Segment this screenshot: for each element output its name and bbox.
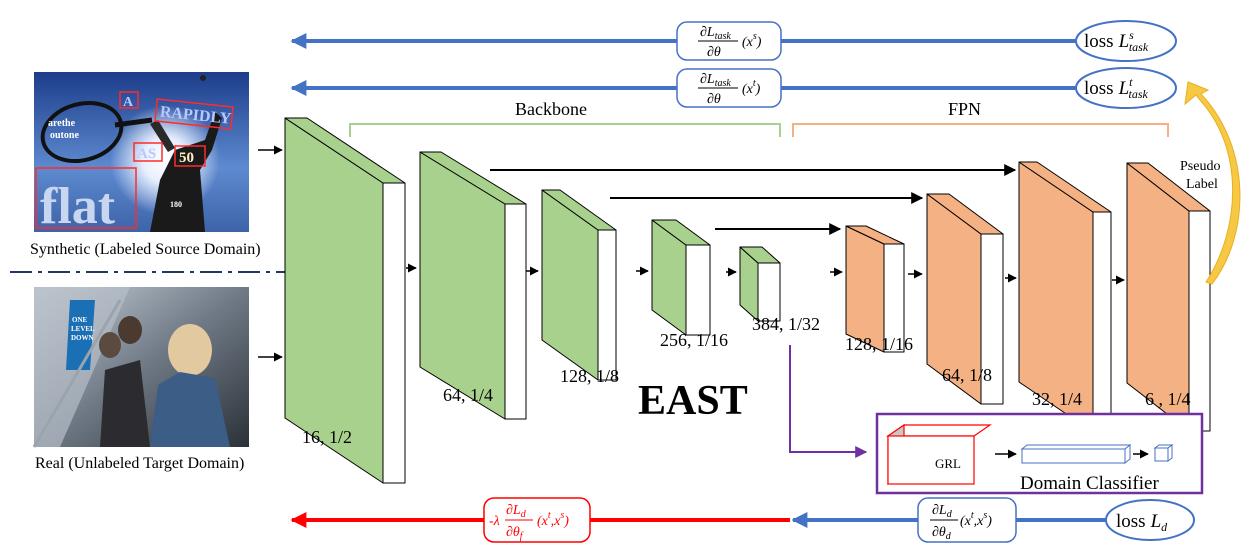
grl-label: GRL xyxy=(935,456,961,471)
target-task-loss-node xyxy=(1075,67,1177,109)
pseudo-label-text-2: Label xyxy=(1186,177,1218,192)
target-gradient-formula: ∂Ltask ∂θ (xt) xyxy=(698,72,761,107)
domain-loss-node xyxy=(1105,499,1195,541)
block-6-1-4 xyxy=(1126,162,1211,432)
svg-text:DOWN: DOWN xyxy=(71,334,94,342)
block-label-128-1-8: 128, 1/8 xyxy=(560,366,619,386)
block-label-64-1-8: 64, 1/8 xyxy=(942,365,992,385)
svg-text:(xt): (xt) xyxy=(742,78,761,97)
block-384-1-32 xyxy=(739,246,781,322)
pseudo-label-flow: Pseudo Label xyxy=(1180,81,1241,285)
svg-text:(xt,xs): (xt,xs) xyxy=(537,510,569,529)
svg-text:outone: outone xyxy=(50,130,79,141)
block-label-6-1-4: 6 , 1/4 xyxy=(1145,389,1191,409)
block-256-1-16 xyxy=(651,219,711,336)
grl-block: GRL xyxy=(886,423,992,486)
network-blocks xyxy=(284,117,1211,484)
feature-to-discriminator-arrow xyxy=(789,345,868,458)
svg-text:flat: flat xyxy=(40,178,116,235)
pseudo-label-arrow xyxy=(1184,81,1241,285)
svg-text:∂θf: ∂θf xyxy=(506,525,524,542)
synthetic-caption: Synthetic (Labeled Source Domain) xyxy=(30,241,261,258)
forward-arrows xyxy=(406,263,1125,285)
block-128-1-8 xyxy=(541,189,617,381)
domain-discriminator-box: GRL Domain Classifier xyxy=(875,412,1204,495)
svg-text:LEVEL: LEVEL xyxy=(71,325,95,333)
backbone-label: Backbone xyxy=(515,99,587,119)
svg-text:50: 50 xyxy=(179,150,194,166)
block-64-1-8 xyxy=(926,193,1004,405)
svg-text:∂θ: ∂θ xyxy=(707,45,721,60)
block-label-64-1-4: 64, 1/4 xyxy=(443,385,493,405)
svg-text:(xs): (xs) xyxy=(742,31,762,50)
fpn-bracket: FPN xyxy=(792,99,1169,137)
real-image: ONE LEVEL DOWN xyxy=(32,287,249,448)
reversed-gradient-formula: -λ ∂Ld ∂θf (xt,xs) xyxy=(489,503,569,542)
block-label-384-1-32: 384, 1/32 xyxy=(752,314,820,334)
block-64-1-4 xyxy=(419,151,527,420)
svg-text:180: 180 xyxy=(170,200,182,209)
svg-text:arethe: arethe xyxy=(48,118,76,129)
svg-text:∂Ltask: ∂Ltask xyxy=(700,72,731,89)
block-32-1-4 xyxy=(1018,161,1112,433)
svg-text:∂θd: ∂θd xyxy=(932,525,952,542)
svg-text:-λ: -λ xyxy=(489,514,500,529)
block-labels: 16, 1/2 64, 1/4 128, 1/8 256, 1/16 384, … xyxy=(302,314,1191,447)
reversed-gradient-box xyxy=(483,497,591,543)
classifier-output xyxy=(1153,444,1174,462)
svg-text:∂Ltask: ∂Ltask xyxy=(700,25,731,42)
svg-text:ONE: ONE xyxy=(72,316,88,324)
fpn-label: FPN xyxy=(948,99,981,119)
svg-text:A: A xyxy=(123,95,134,110)
skip-connections xyxy=(490,164,1017,235)
svg-text:∂θ: ∂θ xyxy=(707,92,721,107)
domain-gradient-box xyxy=(917,497,1017,543)
block-label-128-1-16: 128, 1/16 xyxy=(845,334,913,354)
domain-gradient-formula: ∂Ld ∂θd (xt,xs) xyxy=(930,503,992,542)
svg-text:∂Ld: ∂Ld xyxy=(932,503,953,520)
block-16-1-2 xyxy=(284,117,406,484)
block-128-1-16 xyxy=(845,225,905,353)
domain-classifier-label: Domain Classifier xyxy=(1020,473,1159,494)
block-label-16-1-2: 16, 1/2 xyxy=(302,427,352,447)
svg-text:AS: AS xyxy=(137,146,156,162)
source-task-loss-node xyxy=(1075,20,1177,62)
classifier-layer xyxy=(1020,443,1132,465)
real-caption: Real (Unlabeled Target Domain) xyxy=(35,455,244,472)
block-label-256-1-16: 256, 1/16 xyxy=(660,330,728,350)
pseudo-label-text-1: Pseudo xyxy=(1180,159,1220,174)
svg-text:∂Ld: ∂Ld xyxy=(506,503,527,520)
east-title: EAST xyxy=(638,378,748,424)
backbone-bracket: Backbone xyxy=(349,99,781,137)
synthetic-image: A RAPIDLY AS 50 flat arethe outone 180 xyxy=(34,72,249,235)
source-gradient-formula: ∂Ltask ∂θ (xs) xyxy=(698,25,762,60)
svg-text:(xt,xs): (xt,xs) xyxy=(960,510,992,529)
block-label-32-1-4: 32, 1/4 xyxy=(1032,389,1082,409)
